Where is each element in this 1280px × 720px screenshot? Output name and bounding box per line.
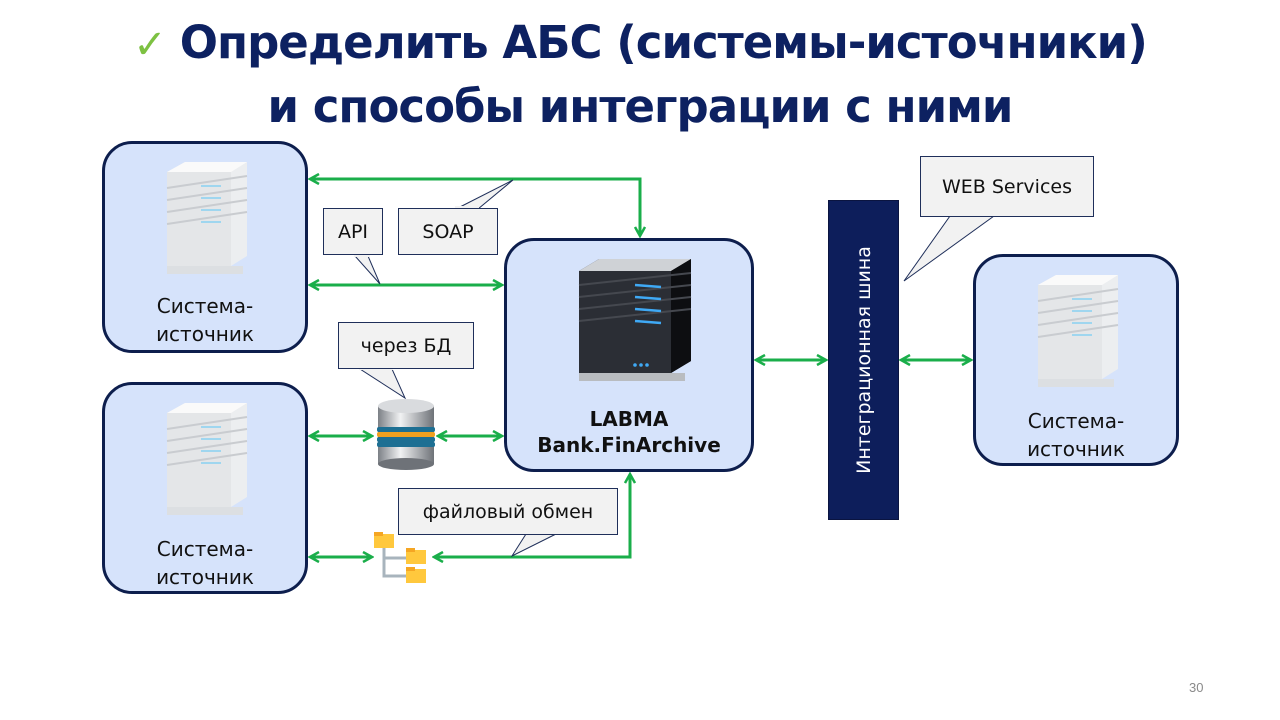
integration-bus[interactable]: Интеграционная шина <box>828 200 899 520</box>
source-system-top-left[interactable]: Система- источник <box>102 141 308 353</box>
source-system-right[interactable]: Система- источник <box>973 254 1179 466</box>
callout-db: через БД <box>338 322 474 369</box>
callout-tail-api <box>353 255 381 285</box>
callout-tail-db <box>358 368 407 400</box>
source-label-line2: источник <box>156 322 254 346</box>
callout-soap: SOAP <box>398 208 498 255</box>
server-white-icon <box>166 162 248 274</box>
callout-api: API <box>323 208 383 255</box>
source-label-line1: Система- <box>156 537 254 561</box>
main-system-labma[interactable]: LABMA Bank.FinArchive <box>504 238 754 472</box>
source-label-line2: источник <box>156 565 254 589</box>
server-dark-icon <box>578 259 692 381</box>
server-white-icon <box>166 403 248 515</box>
arrow-soap <box>310 179 640 236</box>
page-number: 30 <box>1189 680 1204 695</box>
title-text-1: Определить АБС (системы-источники) <box>179 16 1148 69</box>
source-label-line2: источник <box>1027 437 1125 461</box>
source-label-line1: Система- <box>156 294 254 318</box>
main-label-line2: Bank.FinArchive <box>537 433 721 457</box>
source-system-bottom-left[interactable]: Система- источник <box>102 382 308 594</box>
integration-bus-label: Интеграционная шина <box>852 246 875 474</box>
source-label-line1: Система- <box>1027 409 1125 433</box>
callout-web-services: WEB Services <box>920 156 1094 217</box>
callout-file: файловый обмен <box>398 488 618 535</box>
checkmark-icon: ✓ <box>133 22 167 68</box>
server-white-icon <box>1037 275 1119 387</box>
arrow-file-main <box>434 474 630 557</box>
slide-title-line2: и способы интеграции с ними <box>267 80 1014 133</box>
callout-tail-file <box>510 533 557 558</box>
callout-tail-soap <box>455 179 514 210</box>
slide-title-line1: ✓Определить АБС (системы-источники) <box>0 20 1280 65</box>
folder-tree-icon[interactable] <box>372 532 428 584</box>
main-label-line1: LABMA <box>589 407 669 431</box>
database-icon[interactable] <box>374 398 438 472</box>
